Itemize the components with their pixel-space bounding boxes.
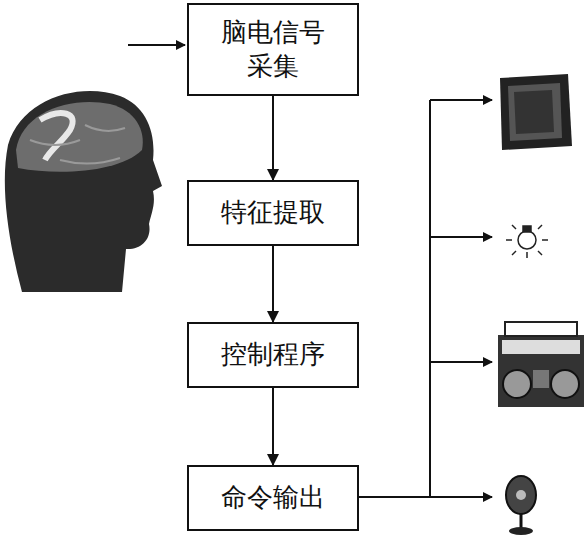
radio-icon bbox=[498, 322, 584, 407]
box-label: 命令输出 bbox=[215, 481, 331, 515]
process-box: 控制程序 bbox=[187, 322, 359, 388]
output-wires bbox=[359, 100, 492, 497]
bulb-icon bbox=[506, 225, 548, 258]
process-box: 脑电信号 采集 bbox=[187, 3, 359, 96]
box-label: 控制程序 bbox=[215, 338, 331, 372]
box-label: 特征提取 bbox=[215, 196, 331, 230]
process-box: 特征提取 bbox=[187, 180, 359, 246]
input-arrow bbox=[128, 44, 185, 46]
flow-arrow bbox=[272, 246, 274, 322]
box-label: 脑电信号 采集 bbox=[215, 16, 331, 84]
flow-arrow bbox=[272, 96, 274, 180]
tv-icon bbox=[500, 74, 572, 150]
head-illustration bbox=[5, 91, 162, 292]
fan-icon bbox=[506, 476, 536, 535]
flow-arrow bbox=[272, 388, 274, 465]
process-box: 命令输出 bbox=[187, 465, 359, 531]
